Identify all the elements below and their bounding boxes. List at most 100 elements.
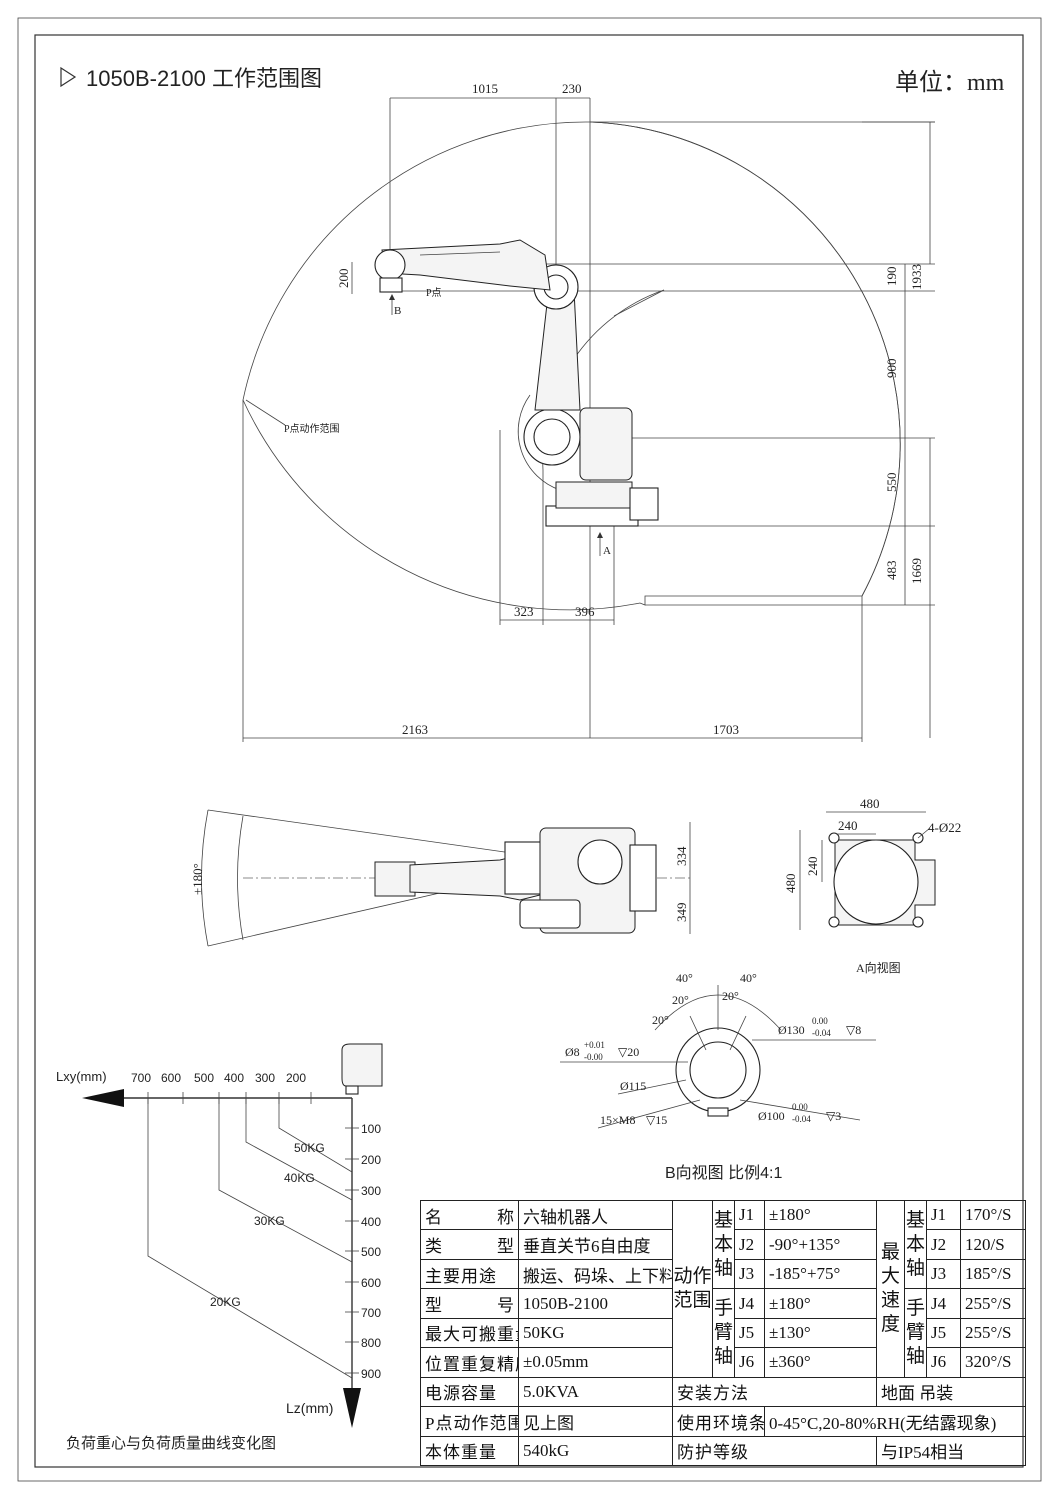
range-j3: -185°+75° <box>764 1258 877 1290</box>
robot-base-plate <box>545 505 639 527</box>
b-angle-line <box>729 1015 747 1051</box>
joint-j2: J2 <box>734 1229 765 1260</box>
spec-key: 主要用途 <box>420 1258 519 1290</box>
p-point-label: P点 <box>426 287 442 299</box>
b-angle-line <box>689 1015 707 1051</box>
spec-key: 本体重量 <box>420 1435 519 1466</box>
envelope-inner-edge <box>613 289 665 317</box>
b-angle-20-a: 20° <box>672 993 689 1007</box>
curve-20kg <box>147 1098 353 1379</box>
spec-key: 电源容量 <box>420 1376 519 1408</box>
b-d130-tol-up: 0.00 <box>812 1016 828 1026</box>
robot-top-drawing <box>374 827 657 934</box>
range-j5: ±130° <box>764 1317 877 1349</box>
range-label: P点动作范围 <box>284 422 340 435</box>
b-m8-depth: ▽15 <box>646 1113 667 1127</box>
robot-upper-arm <box>381 239 551 291</box>
robot-j2-joint-inner <box>533 418 571 456</box>
load-y-arrow-icon <box>343 1388 361 1428</box>
load-x-ticks: 700 600 500 400 300 200 <box>131 1071 312 1104</box>
load-chart: Lxy(mm) Lz(mm) 700 600 500 400 300 200 <box>56 1043 383 1452</box>
top-view-range-arc <box>237 815 244 941</box>
outer-frame <box>17 17 1042 1482</box>
top-dim-349: 349 <box>674 903 689 923</box>
a-dim-240-left: 240 <box>805 857 820 877</box>
envelope-arc-right <box>589 121 901 597</box>
curve-label-30kg: 30KG <box>254 1214 285 1228</box>
max-speed-label: 最大速度 <box>876 1200 905 1378</box>
b-hole8: Ø8 <box>565 1045 580 1059</box>
top-view: ±180° 334 349 <box>190 809 691 947</box>
dim-bottom-2163: 2163 <box>402 722 428 737</box>
joint-j6: J6 <box>734 1347 765 1378</box>
spec-bottom-row: P点动作范围 见上图 使用环境条件 0-45°C,20-80%RH(无结露现象) <box>420 1406 1026 1437</box>
robot-base-connector <box>629 487 659 521</box>
load-chart-flange-sketch <box>345 1085 359 1095</box>
robot-base <box>555 481 633 509</box>
dim-right-1933: 1933 <box>909 264 924 290</box>
curve-40kg <box>245 1098 353 1201</box>
joint-j5: J5 <box>734 1317 765 1349</box>
a-label: A <box>603 545 611 557</box>
dim-bottom-1703: 1703 <box>713 722 739 737</box>
b-d130-depth: ▽8 <box>846 1023 861 1037</box>
speed-joint-j1: J1 <box>926 1199 961 1231</box>
range-j2: -90°+135° <box>764 1229 877 1260</box>
speed-j1: 170°/S <box>960 1199 1026 1231</box>
b-hole8-depth: ▽20 <box>618 1045 639 1059</box>
top-dim-334: 334 <box>674 846 689 866</box>
speed-j3: 185°/S <box>960 1258 1026 1290</box>
y-tick-600: 600 <box>361 1276 381 1290</box>
speed-wrist-axis-label: 手臂轴 <box>904 1288 927 1378</box>
b-view-key <box>707 1107 729 1117</box>
speed-j5: 255°/S <box>960 1317 1026 1349</box>
a-dim-480-top: 480 <box>860 796 880 811</box>
b-d130-tol-dn: -0.04 <box>812 1028 831 1038</box>
range-j4: ±180° <box>764 1288 877 1319</box>
y-tick-400: 400 <box>361 1215 381 1229</box>
a-view-hole <box>912 916 924 928</box>
spec-grid: 名 称 六轴机器人 动作范围 基本轴 J1 ±180° 最大速度 基本轴 J1 … <box>420 1199 1026 1466</box>
y-tick-800: 800 <box>361 1336 381 1350</box>
robot-top-lower <box>519 899 581 929</box>
b-d100-tol-up: 0.00 <box>792 1102 808 1112</box>
spec-row: 名 称 六轴机器人 动作范围 基本轴 J1 ±180° 最大速度 基本轴 J1 … <box>420 1199 1026 1378</box>
dim-right-900: 900 <box>884 359 899 379</box>
spec-value: 垂直关节6自由度 <box>518 1229 673 1260</box>
load-chart-caption: 负荷重心与负荷质量曲线变化图 <box>66 1435 276 1452</box>
x-tick-400: 400 <box>224 1071 244 1085</box>
joint-j1: J1 <box>734 1199 765 1231</box>
load-y-label: Lz(mm) <box>286 1400 333 1416</box>
robot-flange <box>379 277 403 293</box>
x-tick-700: 700 <box>131 1071 151 1085</box>
joint-j3: J3 <box>734 1258 765 1290</box>
spec-value: 5.0KVA <box>518 1376 673 1408</box>
spec-key: 安装方法 <box>672 1376 877 1408</box>
speed-base-axis-label: 基本轴 <box>904 1199 927 1290</box>
spec-row: 位置重复精度 ±0.05mm J6 ±360° J6 320°/S <box>420 1347 1026 1378</box>
b-view: 40° 40° 20° 20° 20° Ø8 +0.01 -0.00 ▽20 Ø… <box>560 971 876 1182</box>
spec-value: 地面 吊装 <box>876 1376 1026 1408</box>
spec-key: 防护等级 <box>672 1435 877 1466</box>
spec-bottom-row: 本体重量 540kG 防护等级 与IP54相当 <box>420 1435 1026 1466</box>
spec-value: 六轴机器人 <box>518 1199 673 1231</box>
top-view-outer-arc <box>201 809 209 947</box>
spec-key: 位置重复精度 <box>420 1347 519 1378</box>
b-d100: Ø100 <box>758 1109 785 1123</box>
dim-right-483: 483 <box>884 561 899 581</box>
envelope-arc-small <box>517 394 561 491</box>
y-tick-100: 100 <box>361 1122 381 1136</box>
spec-value: 见上图 <box>518 1406 673 1437</box>
spec-value: 1050B-2100 <box>518 1288 673 1319</box>
robot-top-side <box>629 844 657 912</box>
dim-left-200: 200 <box>336 269 351 289</box>
speed-joint-j3: J3 <box>926 1258 961 1290</box>
b-hole8-tol-up: +0.01 <box>584 1040 605 1050</box>
dim-top-1015: 1015 <box>472 81 498 96</box>
side-view: 1015 230 190 900 550 483 1933 1669 200 3… <box>242 81 935 742</box>
title-triangle-icon <box>60 66 77 88</box>
load-x-label: Lxy(mm) <box>56 1069 107 1084</box>
b-view-flange-inner <box>689 1041 747 1099</box>
robot-top-wrist <box>374 861 416 897</box>
